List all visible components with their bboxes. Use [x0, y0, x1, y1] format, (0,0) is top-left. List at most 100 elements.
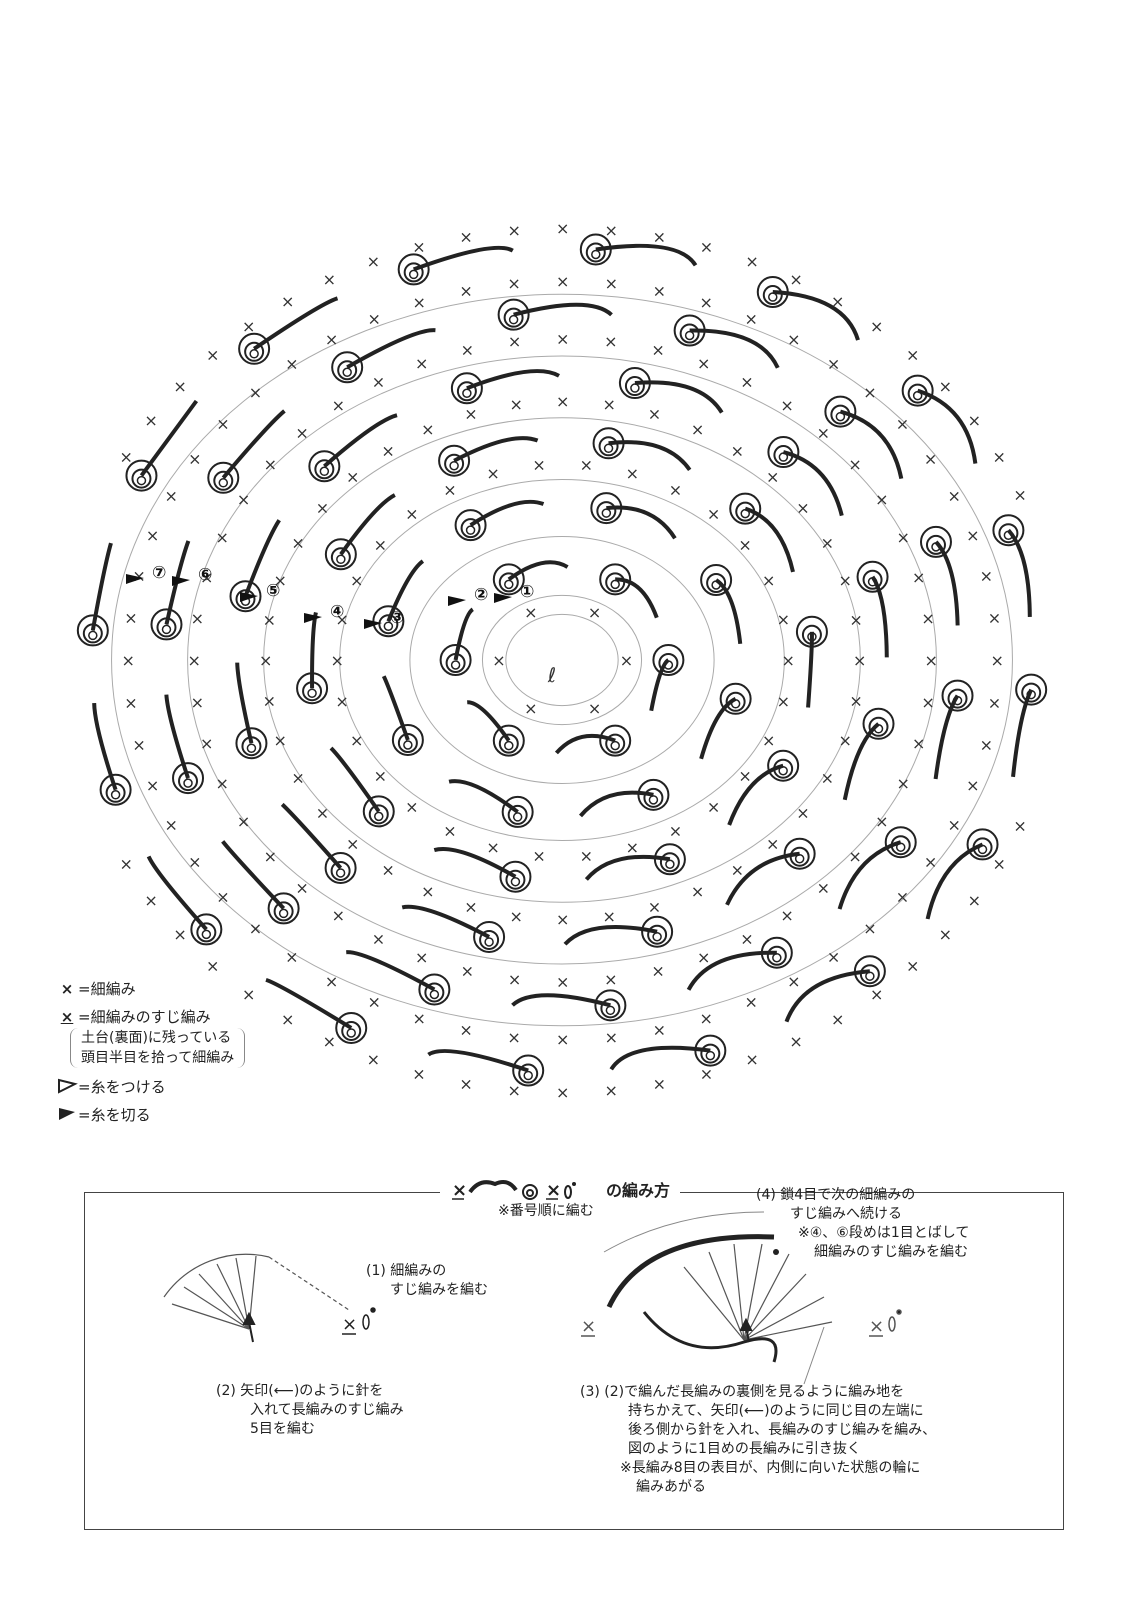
- sc-stitch: ×: [132, 567, 145, 586]
- sc-stitch: ×: [762, 731, 775, 750]
- sc-stitch: ×: [924, 853, 937, 872]
- cut-yarn-icon: [126, 574, 144, 584]
- sc-stitch: ×: [906, 956, 919, 975]
- sc-stitch: ×: [821, 533, 834, 552]
- sc-stitch: ×: [787, 972, 800, 991]
- sc-stitch: ×: [745, 993, 758, 1012]
- step3-fan-diagram: [606, 1234, 833, 1363]
- sc-stitch: ×: [412, 238, 425, 257]
- sc-stitch: ×: [817, 424, 830, 443]
- sc-stitch: ×: [896, 415, 909, 434]
- legend-join-text: =糸をつける: [78, 1078, 166, 1096]
- sc-stitch: ×: [165, 486, 178, 505]
- sc-stitch: ×: [421, 882, 434, 901]
- step4-line3: ※④、⑥段めは1目とばして: [798, 1225, 970, 1241]
- sc-stitch: ×: [335, 692, 348, 711]
- sc-stitch: ×: [896, 887, 909, 906]
- sc-stitch: ×: [556, 1083, 569, 1100]
- chain-arc: [453, 436, 539, 463]
- puff-stitch: [331, 351, 364, 384]
- chain-arc: [469, 499, 545, 527]
- sc-stitch: ×: [464, 404, 477, 423]
- cut-yarn-icon: [494, 593, 512, 603]
- sc-stitch: ×: [191, 609, 204, 628]
- sc-stitch: ×: [777, 610, 790, 629]
- sc-stitch: ×: [459, 281, 472, 300]
- sc-stitch: ×: [532, 455, 545, 474]
- step1-line1: (1) 細編みの: [366, 1263, 447, 1279]
- chain-arc: [323, 413, 398, 468]
- sc-stitch: ×: [556, 392, 569, 411]
- stitch-symbols: × × × × × × × × × × × × × × × × × × × × × × × × × × × × × × × × × × × × × × × ×…: [76, 219, 1048, 1100]
- sc-stitch: ×: [237, 490, 250, 509]
- cut-yarn-icon: [172, 576, 190, 586]
- sc-stitch: ×: [374, 767, 387, 786]
- step3-left-symbol: ×: [581, 1316, 596, 1337]
- chain-arc: [784, 969, 871, 1023]
- sc-stitch: ×: [697, 948, 710, 967]
- sc-stitch: ×: [626, 464, 639, 483]
- sc-stitch: ×: [863, 919, 876, 938]
- sc-stitch: ×: [780, 396, 793, 415]
- sc-stitch: ×: [939, 925, 952, 944]
- sc-stitch: ×: [188, 651, 201, 670]
- step1-line2: すじ編みを編む: [390, 1282, 488, 1298]
- cut-yarn-icon: [448, 596, 466, 606]
- puff-stitch: [308, 450, 341, 483]
- step4-line4: 細編みのすじ編みを編む: [814, 1244, 968, 1260]
- puff-stitch: [856, 560, 889, 593]
- sc-stitch: ×: [459, 1075, 472, 1094]
- chain-arc: [744, 506, 795, 573]
- sc-stitch: ×: [924, 449, 937, 468]
- puff-stitch: [207, 461, 240, 494]
- chain-arc: [933, 694, 960, 780]
- legend-cut-text: =糸を切る: [78, 1106, 151, 1124]
- svg-text:×: ×: [342, 1314, 357, 1335]
- sc-stitch: ×: [588, 603, 601, 622]
- sc-stitch: ×: [707, 797, 720, 816]
- sc-stitch: ×: [848, 455, 861, 474]
- sc-stitch: ×: [653, 281, 666, 300]
- sc-stitch: ×: [745, 252, 758, 271]
- sc-stitch: ×: [863, 383, 876, 402]
- round-marker: ①: [520, 582, 534, 602]
- sc-stitch: ×: [443, 821, 456, 840]
- sc-stitch: ×: [372, 372, 385, 391]
- step3-line5: ※長編み8目の表目が、内側に向いた状態の輪に: [620, 1460, 921, 1476]
- sc-stitch: ×: [762, 571, 775, 590]
- svg-text:×: ×: [869, 1316, 884, 1337]
- instruction-title-text: の編み方: [606, 1181, 671, 1200]
- sc-stitch: ×: [249, 383, 262, 402]
- puff-stitch: [919, 525, 952, 558]
- step1-stitch-symbol: ×: [342, 1307, 376, 1335]
- sc-stitch: ×: [766, 834, 779, 853]
- chain-arc: [842, 722, 880, 801]
- svg-text:×: ×: [581, 1316, 596, 1337]
- ring: [263, 417, 861, 903]
- puff-stitch: [335, 1011, 368, 1044]
- sc-symbol-icon: ×: [60, 980, 74, 998]
- puff-stitch: [473, 920, 506, 953]
- chain-arc: [725, 851, 800, 906]
- chain-arc: [448, 779, 519, 814]
- chain-arc: [235, 662, 254, 744]
- sc-stitch: ×: [787, 330, 800, 349]
- step4-line2: すじ編みへ続ける: [790, 1206, 902, 1222]
- sc-stitch: ×: [653, 1075, 666, 1094]
- sc-stitch: ×: [556, 1030, 569, 1049]
- chain-arc: [164, 694, 190, 779]
- sc-stitch: ×: [119, 447, 132, 466]
- sc-stitch: ×: [216, 528, 229, 547]
- sc-stitch: ×: [486, 464, 499, 483]
- chain-arc: [146, 855, 208, 931]
- puff-stitch: [941, 679, 974, 712]
- sc-stitch: ×: [738, 767, 751, 786]
- sc-stitch: ×: [508, 332, 521, 351]
- chain-arc: [934, 540, 960, 626]
- sc-stitch: ×: [875, 490, 888, 509]
- sc-stitch: ×: [332, 396, 345, 415]
- chain-arc: [433, 847, 517, 879]
- step3-arrow-icon: [739, 1317, 753, 1343]
- ring: [409, 536, 715, 784]
